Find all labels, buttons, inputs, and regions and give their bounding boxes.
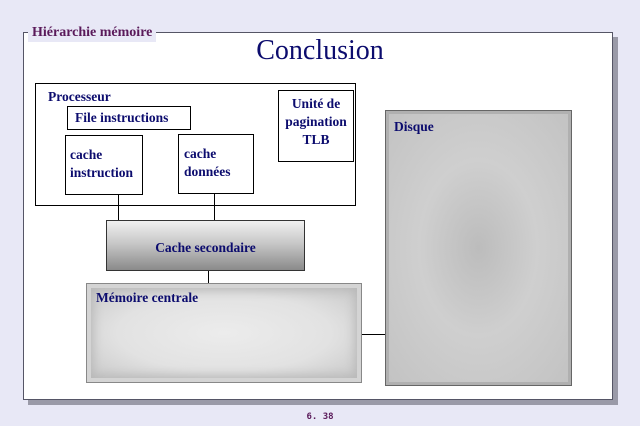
slide-title: Conclusion [256,35,384,66]
connector-data-cache [214,194,215,220]
secondary-cache-box [106,220,305,271]
connector-instruction-cache [118,195,119,220]
connector-secondary-memory [208,271,209,283]
data-cache-label: cache données [184,146,231,179]
instruction-queue-label: File instructions [75,110,169,125]
instruction-queue-box [67,106,191,130]
section-label: Hiérarchie mémoire [28,24,157,42]
processor-label: Processeur [48,89,111,104]
paging-unit-box [278,90,354,162]
disk-label: Disque [394,119,434,134]
instruction-cache-label: cache instruction [70,147,134,180]
connector-memory-disk [362,334,386,335]
instruction-cache-box [65,135,143,195]
main-memory-box [86,283,362,383]
page-number: 6. 38 [306,412,334,422]
disk-box [385,110,572,386]
paging-unit-label: Unité de pagination TLB [285,96,347,147]
main-memory-label: Mémoire centrale [96,290,199,305]
secondary-cache-label: Cache secondaire [155,240,256,255]
data-cache-box [178,134,254,194]
